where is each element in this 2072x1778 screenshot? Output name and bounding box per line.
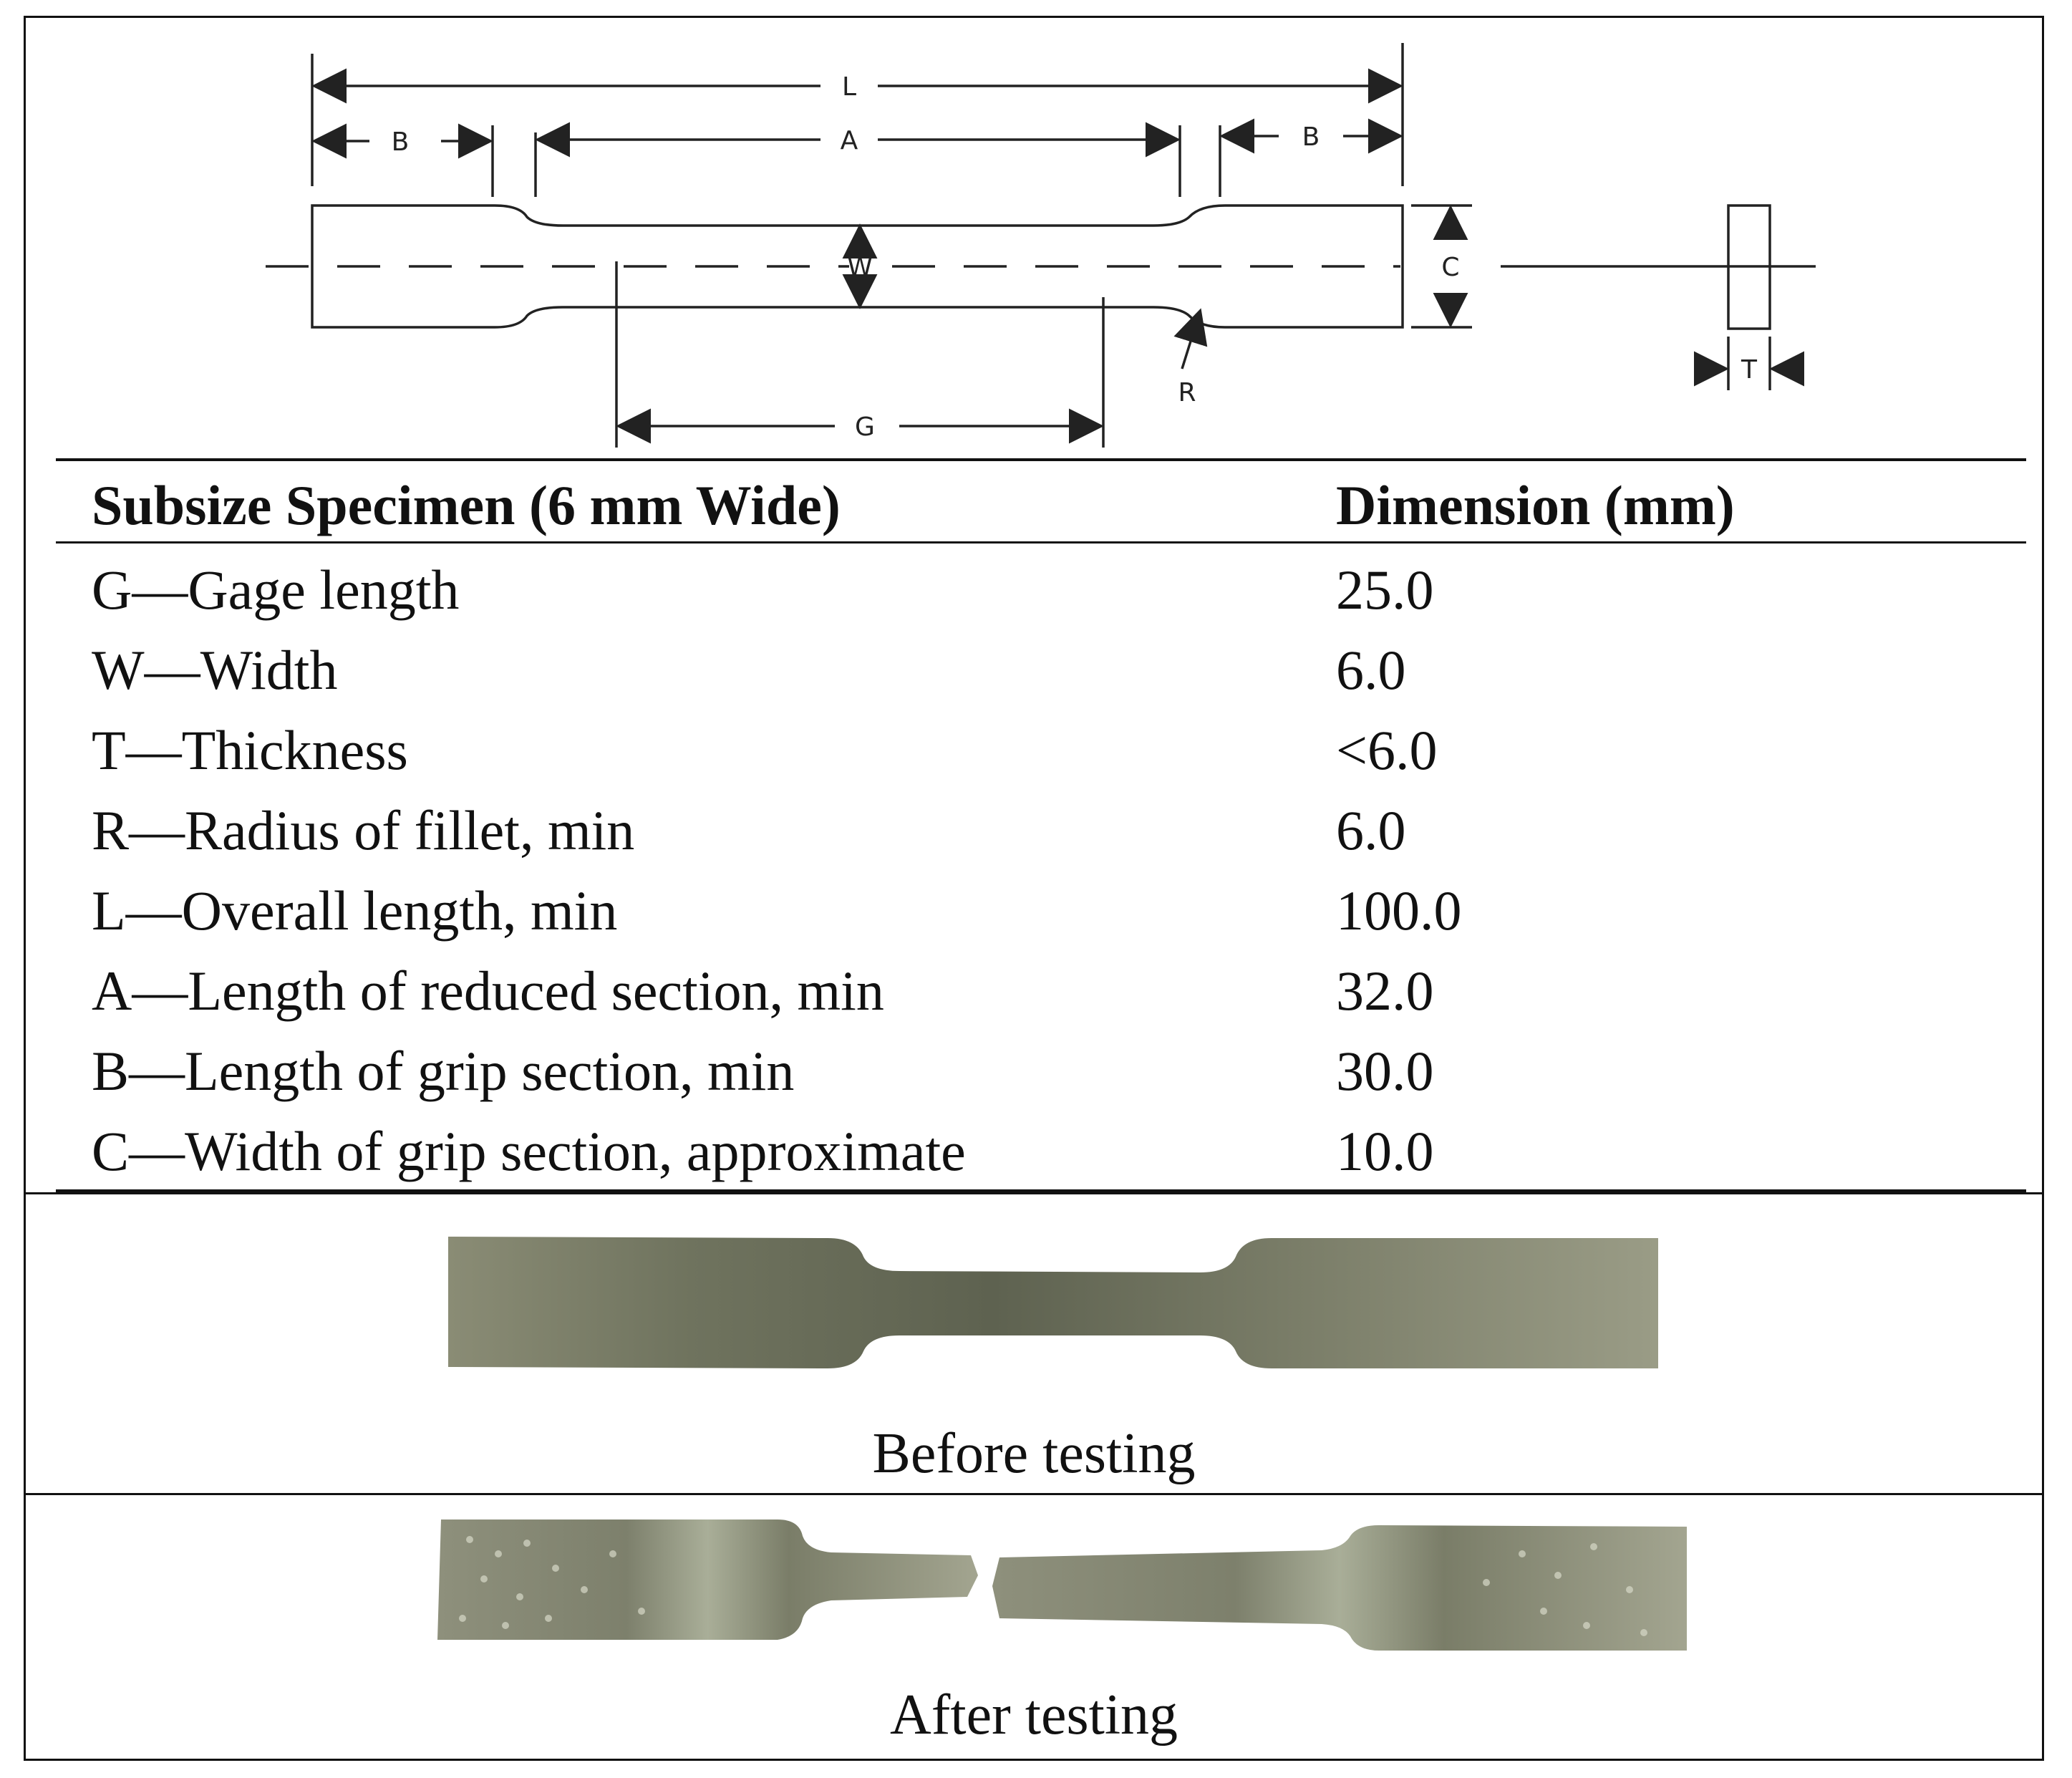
row-value: 6.0 bbox=[1336, 799, 1406, 861]
row-value: 100.0 bbox=[1336, 879, 1462, 942]
label-g: G bbox=[855, 412, 875, 442]
table-top-rule bbox=[56, 458, 2026, 461]
label-a: A bbox=[841, 126, 858, 155]
row-value: 32.0 bbox=[1336, 960, 1434, 1022]
figure-frame: L B A B W C G R T Subsize Specimen (6 mm… bbox=[24, 16, 2044, 1761]
row-name: C—Width of grip section, approximate bbox=[92, 1120, 966, 1182]
photo-before-testing bbox=[448, 1237, 1658, 1368]
label-r: R bbox=[1178, 378, 1196, 407]
row-name: A—Length of reduced section, min bbox=[92, 960, 884, 1022]
table-row: G—Gage length 25.0 bbox=[92, 550, 2025, 630]
caption-after-testing: After testing bbox=[889, 1683, 1178, 1746]
row-value: 25.0 bbox=[1336, 559, 1434, 621]
label-l: L bbox=[842, 72, 856, 102]
specimen-outline bbox=[311, 204, 1404, 329]
side-view-rect bbox=[1727, 204, 1771, 330]
row-value: 10.0 bbox=[1336, 1120, 1434, 1182]
row-value: 30.0 bbox=[1336, 1040, 1434, 1102]
table-header-rule bbox=[56, 541, 2026, 543]
leader-r bbox=[1173, 308, 1208, 369]
photo-after-testing bbox=[437, 1519, 1687, 1651]
table-row: L—Overall length, min 100.0 bbox=[92, 871, 2025, 951]
table-row: W—Width 6.0 bbox=[92, 630, 2025, 710]
row-value: <6.0 bbox=[1336, 719, 1438, 781]
row-name: G—Gage length bbox=[92, 559, 460, 621]
table-bottom-rule bbox=[56, 1189, 2026, 1192]
row-value: 6.0 bbox=[1336, 639, 1406, 701]
table-row: R—Radius of fillet, min 6.0 bbox=[92, 791, 2025, 871]
label-c: C bbox=[1441, 253, 1459, 282]
row-name: B—Length of grip section, min bbox=[92, 1040, 795, 1102]
row-name: R—Radius of fillet, min bbox=[92, 799, 635, 861]
table-row: A—Length of reduced section, min 32.0 bbox=[92, 951, 2025, 1031]
header-dimension: Dimension (mm) bbox=[1336, 474, 1735, 536]
row-name: W—Width bbox=[92, 639, 338, 701]
specimen-drawing: L B A B W C G R T bbox=[266, 43, 1816, 448]
label-w: W bbox=[847, 253, 873, 282]
table-row: T—Thickness <6.0 bbox=[92, 710, 2025, 791]
table-header-row: Subsize Specimen (6 mm Wide) Dimension (… bbox=[92, 465, 2025, 546]
label-t: T bbox=[1741, 355, 1758, 385]
table-row: B—Length of grip section, min 30.0 bbox=[92, 1031, 2025, 1111]
caption-before-testing: Before testing bbox=[872, 1422, 1196, 1485]
header-specimen: Subsize Specimen (6 mm Wide) bbox=[92, 474, 841, 536]
row-name: L—Overall length, min bbox=[92, 879, 618, 942]
section-divider bbox=[26, 1493, 2042, 1495]
section-divider bbox=[26, 1192, 2042, 1194]
label-b-right: B bbox=[1302, 122, 1320, 152]
table-row: C—Width of grip section, approximate 10.… bbox=[92, 1111, 2025, 1192]
row-name: T—Thickness bbox=[92, 719, 408, 781]
label-b-left: B bbox=[392, 127, 410, 157]
